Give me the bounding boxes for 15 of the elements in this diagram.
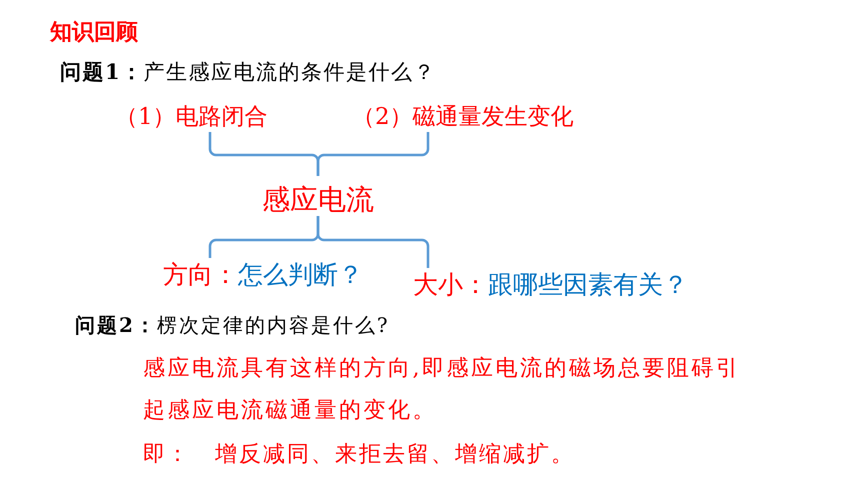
condition-text: （1）电路闭合 [115, 103, 268, 132]
aspect-heading: 大小： [413, 269, 488, 301]
topic-text: 感应电流 [262, 184, 374, 216]
answer-text: 感应电流具有这样的方向,即感应电流的磁场总要阻碍引起感应电流磁通量的变化。 [143, 355, 742, 425]
brace-connector [316, 216, 430, 268]
question-text: 怎么判断？ [238, 259, 363, 291]
answer-prefix: 即： [143, 441, 190, 469]
brace-connector [316, 132, 430, 176]
question-heading: 问题1：产生感应电流的条件是什么？ [60, 58, 436, 86]
mnemonic-text: 增反减同、来拒去留、增缩减扩。 [215, 441, 575, 469]
condition-text: （2）磁通量发生变化 [352, 103, 574, 132]
aspect-heading: 方向： [163, 259, 238, 291]
question-heading: 问题2：楞次定律的内容是什么? [75, 312, 390, 339]
question-text: 跟哪些因素有关？ [488, 269, 688, 301]
section-title: 知识回顾 [50, 18, 138, 46]
